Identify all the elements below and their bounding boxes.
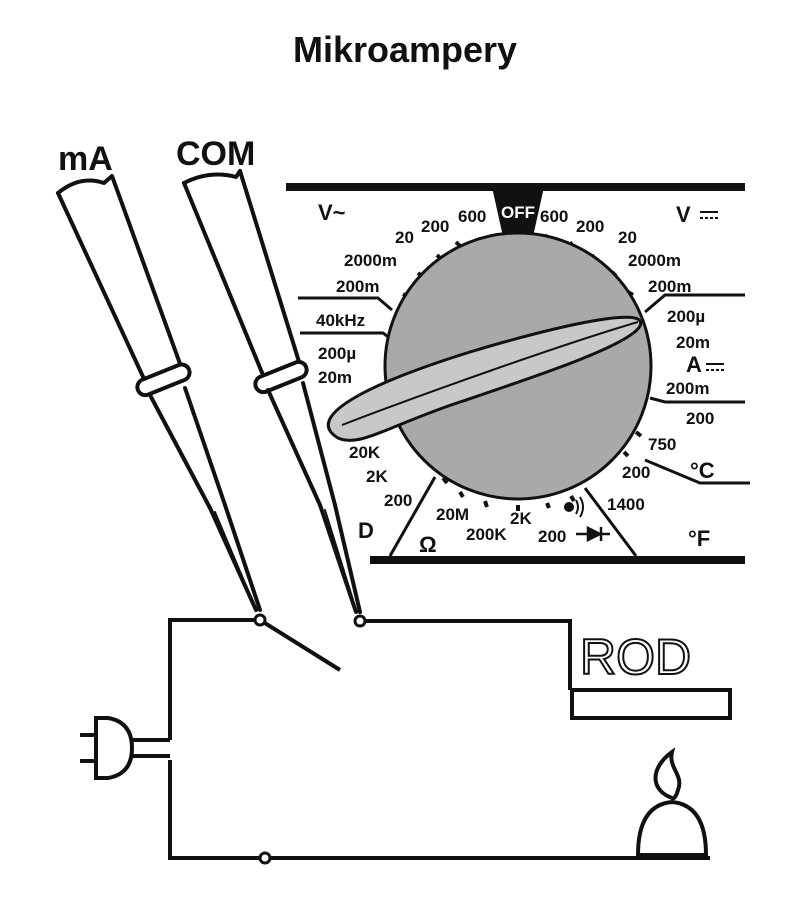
mode-fahrenheit: °F (688, 526, 710, 551)
range-ohm-200-b: 200 (538, 527, 566, 546)
probe-com (182, 169, 362, 614)
rod-bar (570, 688, 732, 720)
range-f-1400: 1400 (607, 495, 645, 514)
range-ohm-2k-b: 2K (510, 509, 532, 528)
range-c-200: 200 (622, 463, 650, 482)
mode-diode: D (358, 518, 374, 543)
range-freq-40khz: 40kHz (316, 311, 365, 330)
range-vdc-600: 600 (540, 207, 568, 226)
mode-celsius: °C (690, 458, 715, 483)
range-adc-200m: 200m (666, 379, 709, 398)
range-adc-200u: 200µ (667, 307, 705, 326)
knob-pointer (326, 315, 643, 442)
range-aac-200u: 200µ (318, 344, 356, 363)
range-ohm-2k: 2K (366, 467, 388, 486)
rod-label: ROD (580, 629, 691, 685)
range-vdc-2000m: 2000m (628, 251, 681, 270)
range-aac-20m: 20m (318, 368, 352, 387)
range-ohm-20k: 20K (349, 443, 381, 462)
range-adc-20m: 20m (676, 333, 710, 352)
range-vac-600: 600 (458, 207, 486, 226)
dial-off-label: OFF (501, 203, 535, 222)
burner-flame-icon (635, 747, 709, 857)
probe-label-com: COM (176, 135, 255, 173)
range-vac-2000m: 2000m (344, 251, 397, 270)
range-vac-200: 200 (421, 217, 449, 236)
diode-icon (576, 525, 610, 543)
probe-label-ma: mA (58, 140, 113, 178)
mode-v-dc: V (676, 202, 691, 227)
wire-junction (258, 851, 272, 865)
probe-contact-com (353, 614, 367, 628)
probe-contact-ma (253, 613, 267, 627)
range-ohm-200k: 200K (466, 525, 507, 544)
mode-ohm: Ω (419, 532, 437, 557)
mode-a-dc: A (686, 352, 702, 377)
range-vdc-200m: 200m (648, 277, 691, 296)
range-ohm-20m: 20M (436, 505, 469, 524)
range-adc-200: 200 (686, 409, 714, 428)
range-c-750: 750 (648, 435, 676, 454)
probe-ma (56, 174, 262, 612)
range-vdc-200: 200 (576, 217, 604, 236)
range-vac-200m: 200m (336, 277, 379, 296)
circuit-wires (168, 618, 710, 860)
range-vdc-20: 20 (618, 228, 637, 247)
power-plug-icon (80, 716, 170, 780)
selector-knob[interactable] (326, 231, 653, 501)
dial-panel (286, 183, 750, 564)
diagram-title: Mikroampery (293, 29, 517, 70)
range-ohm-200: 200 (384, 491, 412, 510)
range-vac-20: 20 (395, 228, 414, 247)
mode-v-ac: V~ (318, 200, 346, 225)
continuity-icon (564, 496, 584, 518)
